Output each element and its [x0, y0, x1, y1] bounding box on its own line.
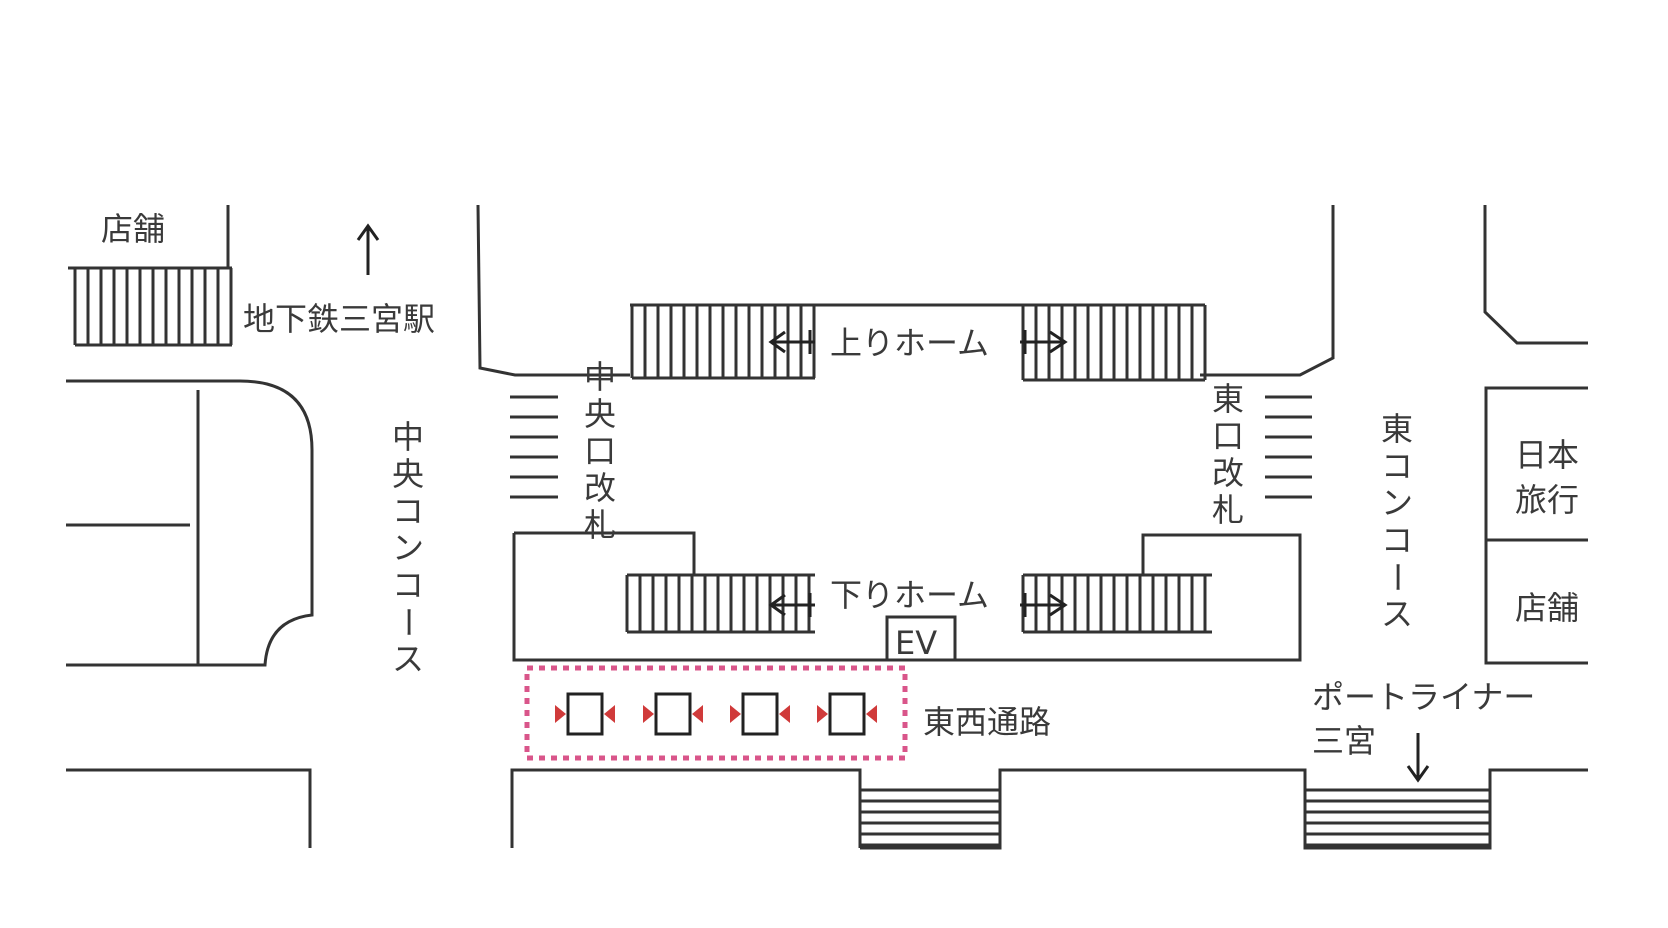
ticket-gate-icon	[817, 692, 877, 736]
down-platform-left-arrow-icon	[768, 593, 815, 617]
stair-down-platform-left	[625, 573, 815, 634]
portliner-label-line2: 三宮	[1312, 722, 1376, 760]
svg-text:ー: ー	[389, 606, 427, 638]
portliner-label-line1: ポートライナー	[1312, 678, 1535, 716]
stair-down-platform-right	[1021, 573, 1212, 634]
svg-text:改: 改	[1212, 454, 1244, 492]
svg-text:札: 札	[1212, 491, 1244, 529]
svg-text:央: 央	[584, 395, 616, 433]
svg-text:改: 改	[584, 469, 616, 507]
left-building-outline	[66, 379, 314, 667]
down-platform-label: 下りホーム	[830, 576, 989, 614]
svg-text:ス: ス	[1381, 595, 1413, 633]
svg-text:中: 中	[584, 358, 616, 396]
svg-text:央: 央	[392, 455, 424, 493]
east-west-passage-label: 東西通路	[923, 703, 1051, 741]
svg-text:ン: ン	[1381, 484, 1413, 522]
right-upper-building-outline	[1483, 205, 1588, 345]
station-outline-top	[476, 204, 630, 377]
ticket-gate-highlight	[524, 665, 908, 761]
stair-bottom-center	[860, 788, 1000, 847]
arrow-down-icon	[1406, 733, 1430, 783]
bottom-center-outline	[510, 768, 1588, 850]
svg-text:ン: ン	[392, 529, 424, 567]
up-platform-right-arrow-icon	[1020, 330, 1068, 354]
svg-text:コ: コ	[1381, 521, 1413, 559]
svg-text:コ: コ	[392, 566, 424, 604]
down-platform-right-arrow-icon	[1020, 593, 1068, 617]
svg-text:口: 口	[584, 432, 616, 470]
stair-up-platform-right	[1021, 303, 1207, 382]
stair-central-gate	[510, 395, 558, 499]
subway-station-label: 地下鉄三宮駅	[243, 300, 435, 338]
shop-right-label: 店舗	[1515, 589, 1579, 627]
svg-text:コ: コ	[1381, 447, 1413, 485]
svg-text:コ: コ	[392, 492, 424, 530]
elevator-box	[885, 615, 957, 662]
stair-bottom-right	[1305, 788, 1490, 847]
stair-east-gate	[1265, 395, 1312, 499]
svg-text:東: 東	[1381, 410, 1413, 448]
staircases	[73, 266, 1490, 847]
svg-text:ー: ー	[1378, 561, 1416, 593]
right-lower-block-outline	[1484, 386, 1588, 665]
walls	[66, 204, 1588, 850]
svg-text:札: 札	[584, 506, 616, 544]
svg-text:中: 中	[392, 418, 424, 456]
shop-top-left-label: 店舗	[101, 210, 165, 248]
up-platform-label: 上りホーム	[830, 324, 989, 362]
lower-block-outline	[512, 531, 1302, 662]
up-platform-left-arrow-icon	[768, 330, 815, 354]
jtb-label-line2: 旅行	[1515, 481, 1579, 519]
elevator-label: EV	[895, 624, 937, 662]
svg-text:口: 口	[1212, 417, 1244, 455]
highlight-box	[524, 665, 908, 761]
station-outline-top-right	[1200, 205, 1335, 377]
ticket-gate-icon	[643, 692, 703, 736]
ticket-gate-icon	[730, 692, 790, 736]
jtb-label-line1: 日本	[1515, 436, 1579, 474]
svg-text:東: 東	[1212, 380, 1244, 418]
arrow-up-icon	[356, 223, 380, 275]
ticket-gate-icon	[555, 692, 615, 736]
svg-text:ス: ス	[392, 640, 424, 678]
stair-top-left	[73, 266, 233, 347]
bottom-left-outline	[66, 768, 312, 848]
